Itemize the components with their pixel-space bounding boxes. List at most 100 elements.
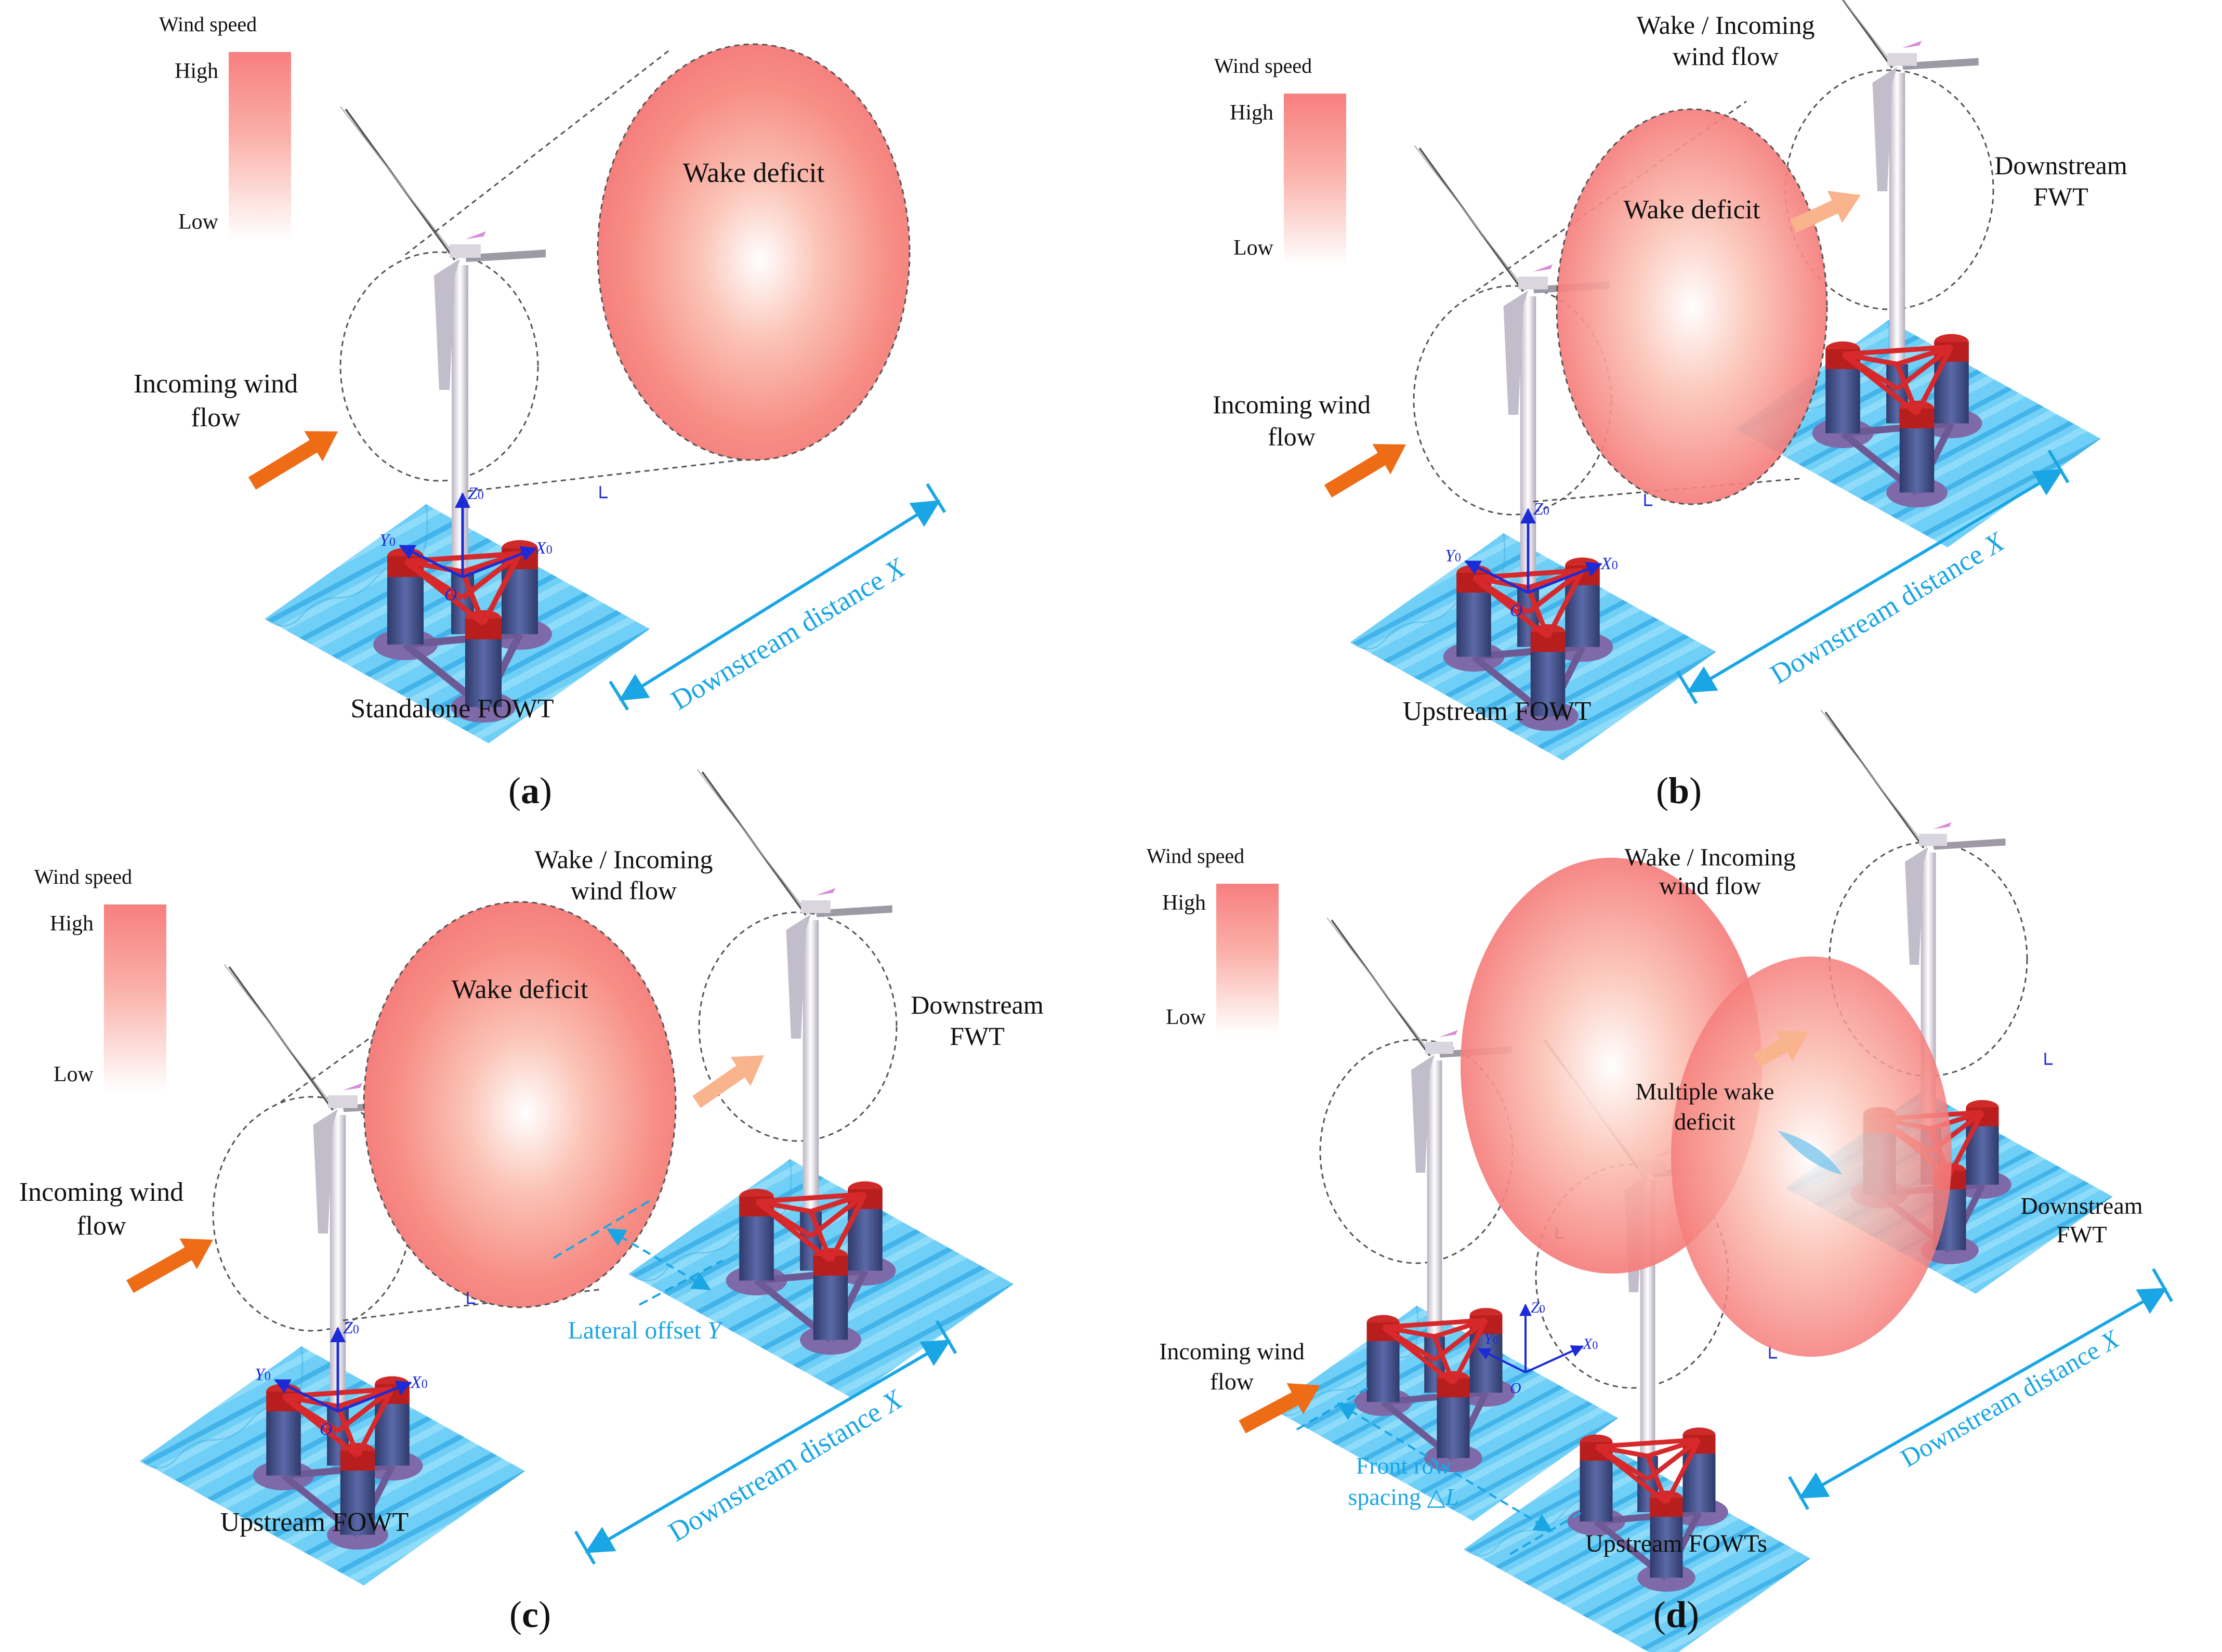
dimension-extension: [926, 483, 946, 513]
mini-axis-icon: [2044, 1053, 2053, 1065]
colorbar-title: Wind speed: [159, 12, 257, 36]
incoming-wind-label: flow: [76, 1211, 126, 1241]
downstream-label: FWT: [950, 1021, 1005, 1051]
colorbar-gradient: [1216, 884, 1279, 1034]
orange-arrow-icon: [1239, 1383, 1320, 1434]
incoming-wind-label: Incoming wind: [134, 369, 298, 399]
dimension-line: [1798, 1288, 2167, 1499]
wake-incoming-label: Wake / Incoming: [1636, 10, 1815, 40]
colorbar-gradient: [104, 904, 166, 1092]
downstream-label: Downstream: [1994, 151, 2127, 180]
wake-deficit-region: [363, 901, 677, 1308]
origin-label: O: [1510, 1380, 1521, 1397]
front-row-spacing-label: Front row: [1356, 1452, 1452, 1479]
colorbar-low-label: Low: [1233, 236, 1274, 260]
turbine-label: Upstream FOWTs: [1585, 1530, 1767, 1557]
origin-label: O: [320, 1420, 333, 1439]
incoming-wind-label: flow: [1210, 1368, 1254, 1395]
y-axis-label: Y0: [1445, 546, 1461, 566]
downstream-distance-label: Downstream distance X: [665, 552, 911, 716]
downstream-label: Downstream: [2020, 1192, 2142, 1219]
downstream-label: FWT: [2033, 182, 2088, 211]
downstream-distance-dimension: [1788, 1268, 2174, 1510]
wake-deficit-region: [597, 43, 911, 461]
downstream-distance-label: Downstream distance X: [1765, 526, 2010, 690]
turbine-label: Upstream FOWT: [1403, 697, 1591, 726]
incoming-wind-label: Incoming wind: [1159, 1338, 1305, 1365]
wind-turbine-icon: [696, 768, 893, 1217]
spacing-extension: [1296, 1384, 1373, 1431]
y-axis-label: Y0: [1484, 1330, 1498, 1347]
y-axis: [1464, 560, 1529, 594]
orange-arrow-icon: [126, 1238, 213, 1293]
z-axis-label: Z0: [1531, 1299, 1545, 1316]
dimension-line: [585, 1340, 951, 1553]
wake-deficit-region: [1556, 108, 1828, 505]
colorbar-gradient: [1284, 94, 1346, 265]
wake-incoming-label: Wake / Incoming: [1624, 844, 1795, 871]
incoming-wind-label: flow: [191, 403, 241, 432]
x-axis-label: X0: [1582, 1335, 1598, 1353]
incoming-wind-label: flow: [1268, 422, 1316, 451]
wake-incoming-label: Wake / Incoming: [534, 845, 713, 874]
projection-line: [467, 456, 765, 492]
downstream-label: Downstream: [911, 990, 1044, 1019]
dimension-extension: [2152, 1268, 2174, 1302]
panel-caption: (b): [1656, 770, 1702, 811]
orange-arrow-icon: [1324, 444, 1406, 498]
panel-caption: (c): [509, 1594, 551, 1635]
x-axis-label: X0: [410, 1373, 428, 1392]
wind-turbine-icon: [339, 106, 547, 578]
dimension-line: [1687, 469, 2063, 693]
colorbar-high-label: High: [175, 59, 218, 83]
peach-arrow-icon: [1790, 191, 1861, 233]
origin-label: O: [444, 585, 457, 605]
front-row-spacing-label: spacing △L: [1348, 1484, 1459, 1510]
colorbar-title: Wind speed: [34, 865, 132, 888]
origin-label: O: [1510, 601, 1523, 620]
downstream-distance-label: Downstream distance X: [663, 1383, 908, 1548]
colorbar-low-label: Low: [178, 210, 219, 234]
y-axis-label: Y0: [255, 1365, 271, 1384]
panel-caption: (d): [1653, 1594, 1699, 1635]
mini-axis-icon: [467, 1292, 475, 1304]
y-axis: [274, 1379, 339, 1413]
downstream-distance-dimension: [609, 483, 946, 711]
z-axis-label: Z0: [1533, 500, 1549, 519]
x-axis: [1525, 1345, 1584, 1373]
wake-deficit-label: Wake deficit: [1624, 195, 1760, 225]
wake-deficit-label: Wake deficit: [682, 157, 824, 188]
downstream-distance-dimension: [574, 1320, 957, 1565]
lateral-offset-line: [606, 1228, 712, 1290]
wake-incoming-label: wind flow: [571, 876, 677, 905]
wake-overlap-region: [1778, 1131, 1843, 1175]
peach-arrow-icon: [1753, 1030, 1809, 1067]
rotor-sweep-circle: [698, 911, 898, 1142]
mini-axis-icon: [1644, 494, 1652, 506]
spacing-line: [1336, 1402, 1554, 1532]
downstream-label: FWT: [2056, 1221, 2107, 1248]
wake-deficit-label: Wake deficit: [452, 975, 588, 1004]
wake-incoming-label: wind flow: [1673, 42, 1779, 71]
x-axis: [337, 1380, 412, 1413]
y-axis: [399, 544, 464, 579]
lateral-offset-label: Lateral offset Y: [568, 1317, 723, 1344]
x-axis-label: X0: [1600, 554, 1618, 573]
colorbar-title: Wind speed: [1147, 844, 1244, 868]
mini-axis-icon: [599, 486, 608, 499]
orange-arrow-icon: [248, 431, 338, 490]
incoming-wind-label: Incoming wind: [1213, 390, 1371, 419]
colorbar-gradient: [229, 52, 291, 239]
colorbar-low-label: Low: [54, 1063, 94, 1086]
x-axis: [1528, 561, 1602, 594]
z-axis-label: Z0: [343, 1318, 359, 1338]
